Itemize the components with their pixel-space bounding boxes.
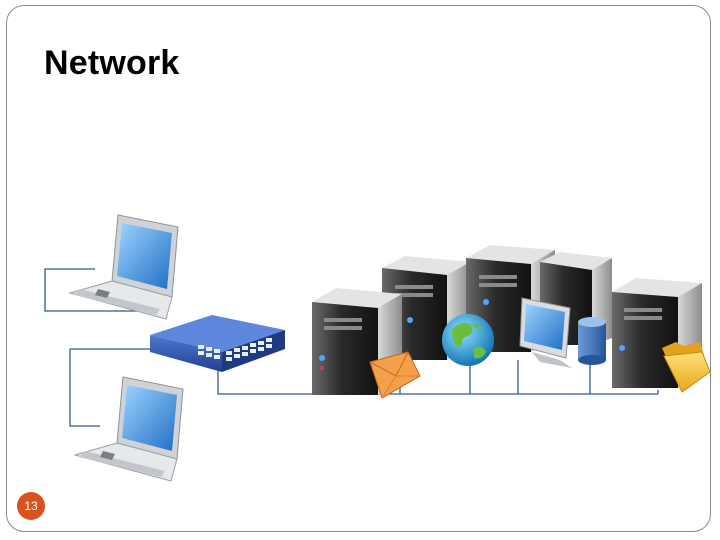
laptop-icon (73, 376, 184, 482)
slide-title: Network (44, 44, 180, 82)
network-switch-icon (150, 315, 285, 372)
globe-icon (442, 314, 494, 366)
page-number-badge: 13 (17, 492, 45, 520)
slide-border (6, 5, 711, 532)
laptop-icon (68, 214, 179, 320)
wire-laptop-bottom (69, 348, 160, 427)
folder-icon (662, 342, 711, 393)
email-envelope-icon (369, 351, 421, 399)
wire-laptop-top (44, 268, 160, 312)
monitor-icon (519, 297, 572, 368)
database-cylinder-icon (578, 317, 606, 365)
